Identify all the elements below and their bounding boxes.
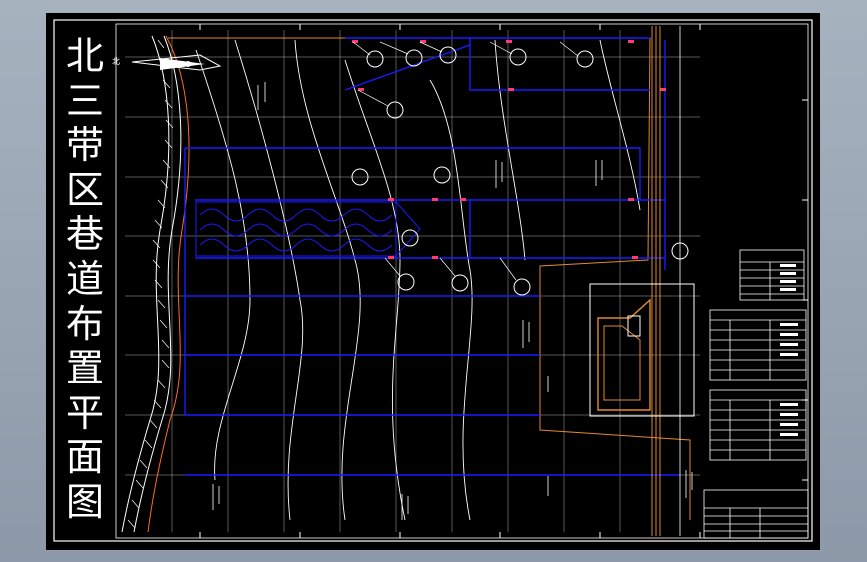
mining-boundary — [168, 37, 691, 520]
point-label-circles — [351, 46, 689, 296]
legend-swatches — [780, 264, 798, 436]
title-char: 置 — [65, 346, 104, 391]
survey-markers — [352, 40, 666, 259]
legend-table-1 — [739, 249, 805, 301]
working-face-hatch — [195, 201, 421, 257]
legend-table-2 — [709, 309, 807, 381]
pump-station-detail — [589, 283, 695, 417]
border-ticks — [199, 24, 808, 538]
contour-annotations — [212, 82, 693, 520]
north-label: 北 — [112, 57, 120, 66]
fault-boundary-band — [121, 35, 190, 533]
title-char: 面 — [65, 435, 104, 480]
title-char: 三 — [65, 78, 104, 123]
title-char: 巷 — [65, 212, 104, 257]
outer-frame — [53, 19, 813, 542]
drawing-sheet — [46, 13, 820, 550]
leader-lines — [352, 41, 579, 281]
legend-table-3 — [709, 389, 807, 461]
coordinate-grid — [125, 30, 700, 532]
inner-frame — [115, 23, 809, 539]
roadway-network — [184, 37, 680, 476]
title-char: 北 — [65, 34, 104, 78]
title-char: 区 — [65, 167, 104, 212]
title-char: 图 — [65, 479, 104, 524]
title-char: 带 — [65, 123, 104, 168]
vertical-shaft-lines — [651, 26, 661, 536]
contour-lines — [195, 39, 641, 521]
title-char: 平 — [65, 390, 104, 435]
drawing-title: 北 三 带 区 巷 道 布 置 平 面 图 — [62, 34, 108, 525]
title-block — [703, 489, 809, 539]
title-char: 道 — [65, 256, 104, 301]
title-char: 布 — [65, 301, 104, 346]
north-arrow-icon — [131, 54, 222, 71]
